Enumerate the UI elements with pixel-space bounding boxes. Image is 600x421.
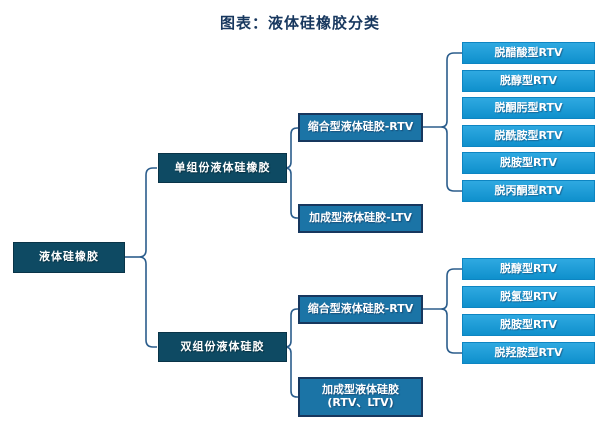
node-one-component: 单组份液体硅橡胶 [158,153,287,183]
leaf-dehydroxylamine-rtv: 脱羟胺型RTV [462,342,595,364]
leaf-deacetic-rtv: 脱醋酸型RTV [462,42,595,64]
connector-g1c1-brace [440,52,462,192]
leaf-dehydrogen-rtv: 脱氢型RTV [462,286,595,308]
leaf-deacetone-rtv: 脱丙酮型RTV [462,180,595,202]
leaf-deamine-rtv-bottom: 脱胺型RTV [462,314,595,336]
page-title: 图表：液体硅橡胶分类 [219,14,380,32]
leaf-deamine-rtv-top: 脱胺型RTV [462,152,595,174]
leaf-dealcohol-rtv-bottom: 脱醇型RTV [462,258,595,280]
node-root: 液体硅橡胶 [13,242,125,273]
node-addition-rtv-ltv: 加成型液体硅胶(RTV、LTV) [298,377,423,417]
node-condensation-rtv-bottom: 缩合型液体硅胶-RTV [298,295,423,324]
leaf-dealcohol-rtv-top: 脱醇型RTV [462,70,595,92]
connector-root-brace [138,167,157,348]
connector-g2c1-brace [440,268,462,354]
leaf-deamide-rtv: 脱酰胺型RTV [462,125,595,147]
leaf-deketoxime-rtv: 脱酮肟型RTV [462,97,595,119]
node-addition-ltv: 加成型液体硅胶-LTV [298,204,423,233]
node-condensation-rtv-top: 缩合型液体硅胶-RTV [298,113,423,142]
node-two-component: 双组份液体硅胶 [158,332,287,362]
